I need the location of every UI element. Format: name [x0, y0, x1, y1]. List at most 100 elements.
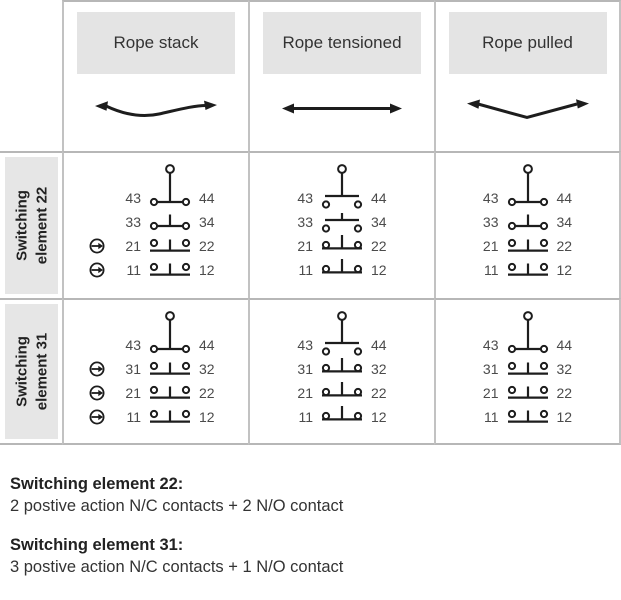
- terminal-number-left: 21: [297, 385, 313, 401]
- contact-symbol-no-closed-with-actuator: [507, 164, 548, 207]
- terminal-number-left: 11: [298, 262, 313, 278]
- row-header-switching-element-31: Switching element 31: [0, 298, 62, 445]
- positive-opening-slot: [89, 262, 105, 278]
- row-header-chip: Switching element 31: [5, 304, 58, 439]
- table-corner-cell: [0, 0, 62, 151]
- terminal-number-left: 43: [482, 190, 499, 206]
- contact-symbol-no-open-with-actuator: [321, 164, 363, 209]
- contact-symbol-no-closed-with-actuator: [149, 311, 191, 354]
- contact-symbol-nc-open: [507, 262, 548, 276]
- note-body: 3 postive action N/C contacts + 1 N/O co…: [10, 558, 344, 576]
- column-header-chip: Rope pulled: [448, 12, 607, 74]
- terminal-number-left: 11: [298, 409, 313, 425]
- contact-symbol-nc-open: [149, 238, 191, 252]
- contact-row: 43 44: [289, 164, 395, 210]
- terminal-number-left: 21: [482, 238, 499, 254]
- terminal-number-left: 43: [297, 337, 313, 353]
- column-header-chip: Rope stack: [77, 12, 235, 74]
- rope-slack-icon: [95, 100, 217, 117]
- terminal-number-right: 34: [556, 214, 573, 230]
- contact-symbol-no-closed-with-actuator: [149, 164, 191, 207]
- contact-symbol-nc-open: [149, 385, 191, 399]
- row-header-label: Switching element 22: [13, 186, 50, 265]
- rope-pulled-icon: [466, 98, 589, 119]
- terminal-number-right: 12: [556, 262, 573, 278]
- terminal-number-right: 22: [371, 238, 387, 254]
- contact-symbol-no-open-with-actuator: [321, 311, 363, 356]
- note-title: Switching element 22:: [10, 475, 184, 493]
- terminal-number-right: 12: [371, 262, 387, 278]
- terminal-number-left: 11: [483, 409, 499, 425]
- contact-row: 11 12: [289, 258, 395, 282]
- rope-tensioned-icon: [282, 103, 402, 113]
- caption-notes: Switching element 22: 2 postive action N…: [0, 475, 621, 577]
- note-title: Switching element 31:: [10, 536, 184, 554]
- terminal-number-left: 43: [297, 190, 313, 206]
- terminal-number-left: 21: [125, 385, 141, 401]
- terminal-number-right: 44: [371, 190, 387, 206]
- contact-symbol-no-open: [321, 213, 363, 233]
- positive-opening-slot: [89, 361, 105, 377]
- positive-opening-slot: [89, 385, 105, 401]
- terminal-number-right: 44: [199, 337, 215, 353]
- contact-symbol-nc-closed: [321, 358, 363, 373]
- column-header-rope-stack: Rope stack: [62, 0, 248, 151]
- positive-opening-icon: [89, 361, 105, 377]
- positive-opening-icon: [89, 262, 105, 278]
- terminal-number-left: 43: [482, 337, 499, 353]
- terminal-number-left: 33: [125, 214, 141, 230]
- terminal-number-right: 12: [556, 409, 573, 425]
- terminal-number-left: 33: [482, 214, 499, 230]
- contact-row: 33 34: [89, 210, 223, 234]
- column-header-label: Rope pulled: [482, 33, 573, 52]
- contact-row: 11 12: [475, 405, 581, 429]
- contact-symbol-nc-closed: [321, 406, 363, 421]
- terminal-number-right: 22: [371, 385, 387, 401]
- row-header-chip: Switching element 22: [5, 157, 58, 294]
- terminal-number-left: 21: [297, 238, 313, 254]
- terminal-number-right: 32: [199, 361, 215, 377]
- contact-symbol-nc-open: [507, 385, 548, 399]
- terminal-number-right: 34: [199, 214, 215, 230]
- column-header-rope-tensioned: Rope tensioned: [248, 0, 434, 151]
- positive-opening-icon: [89, 385, 105, 401]
- contact-symbol-no-closed-with-actuator: [507, 311, 548, 354]
- terminal-number-right: 44: [556, 190, 573, 206]
- contact-row: 33 34: [475, 210, 581, 234]
- row-header-label: Switching element 31: [13, 332, 50, 411]
- rope-state-illustration: [463, 74, 593, 151]
- rope-state-illustration: [91, 74, 221, 151]
- terminal-number-left: 11: [126, 262, 141, 278]
- positive-opening-slot: [89, 409, 105, 425]
- terminal-number-left: 31: [482, 361, 499, 377]
- positive-opening-slot: [89, 238, 105, 254]
- positive-opening-icon: [89, 238, 105, 254]
- contact-symbol-nc-closed: [321, 235, 363, 250]
- contact-symbol-no-closed: [507, 214, 548, 231]
- terminal-number-right: 44: [199, 190, 215, 206]
- terminal-number-left: 21: [125, 238, 141, 254]
- terminal-number-left: 21: [482, 385, 499, 401]
- contact-symbol-nc-open: [149, 262, 191, 276]
- terminal-number-right: 22: [556, 385, 573, 401]
- contact-symbol-nc-open: [149, 361, 191, 375]
- column-header-label: Rope tensioned: [282, 33, 402, 52]
